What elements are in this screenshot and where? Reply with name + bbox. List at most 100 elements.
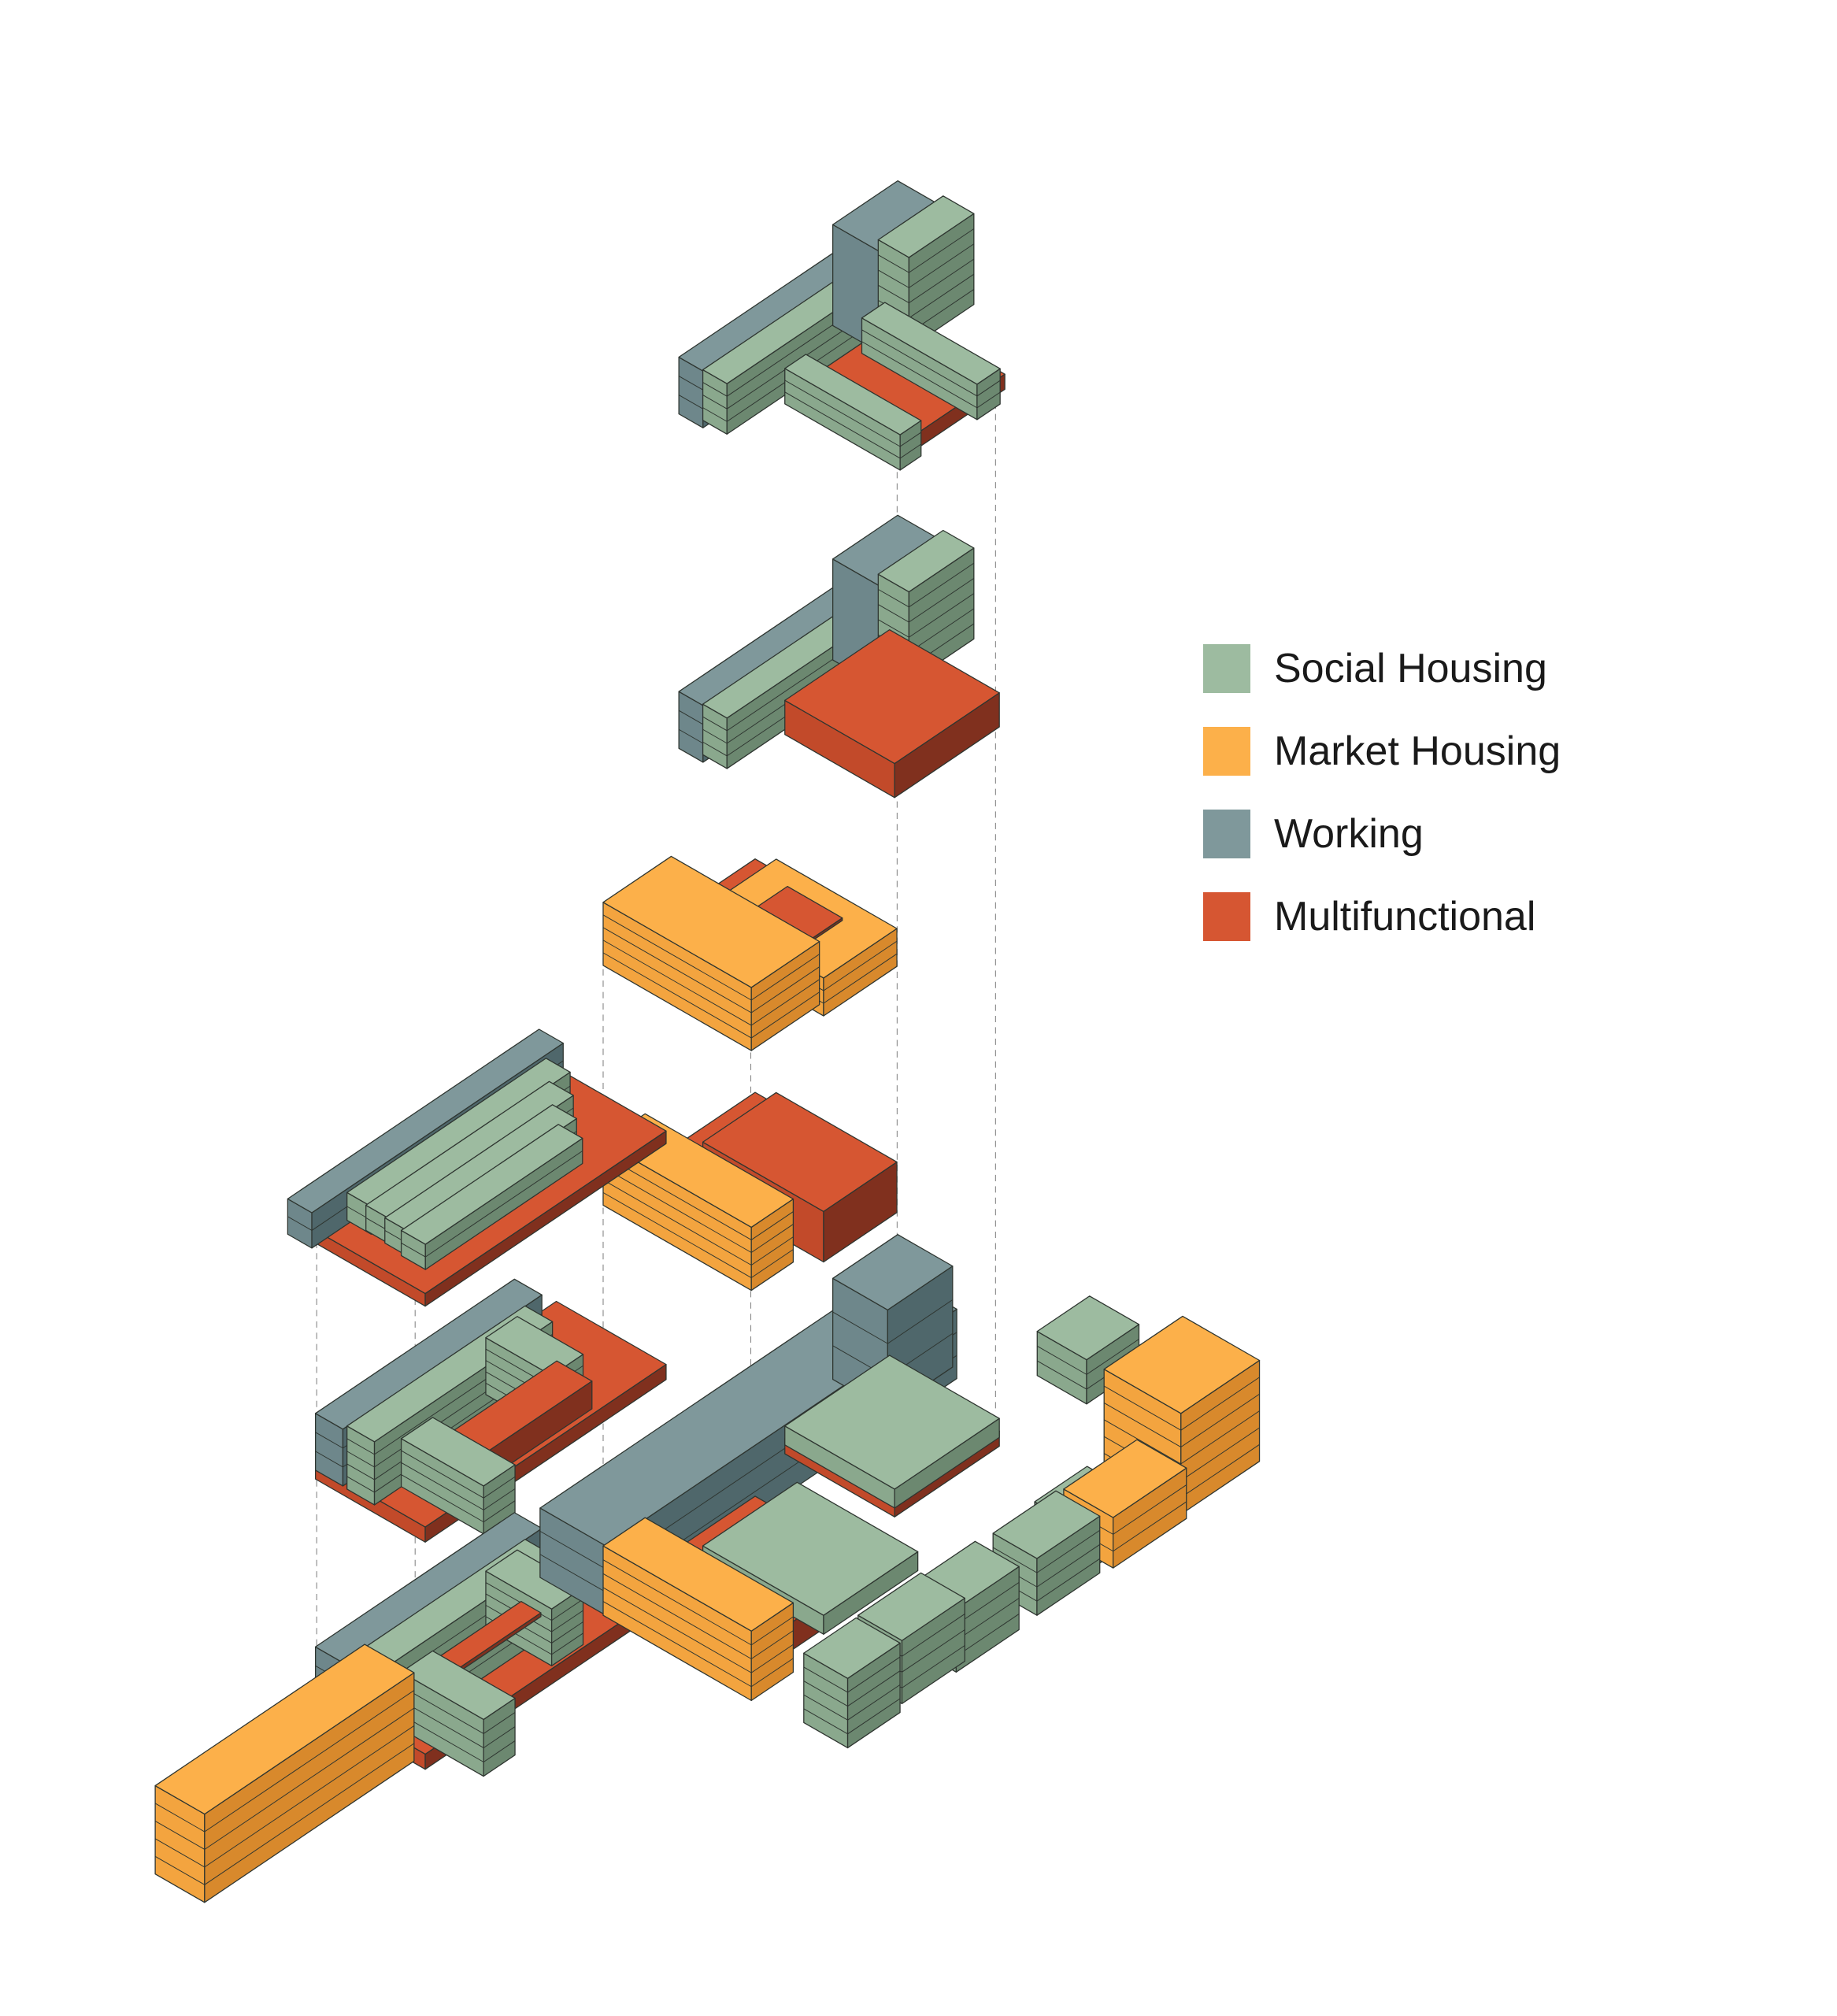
floor-line: [803, 1666, 848, 1693]
floor-line: [602, 1559, 752, 1646]
floor-line: [1180, 1410, 1260, 1465]
floor-line: [909, 577, 975, 623]
floor-line: [702, 382, 728, 397]
floor-line: [204, 1690, 415, 1833]
floor-line: [847, 1656, 901, 1693]
floor-line: [976, 380, 1001, 397]
floor-line: [823, 940, 898, 991]
floor-line: [878, 604, 909, 623]
floor-line: [902, 1614, 965, 1657]
floor-line: [602, 1573, 752, 1659]
social-block-top: [784, 354, 922, 435]
legend-label: Working: [1274, 811, 1424, 857]
social-housing-swatch: [1203, 644, 1250, 693]
market-block-top: [1063, 1439, 1187, 1518]
floor-line: [902, 1645, 965, 1688]
market-housing-swatch: [1203, 727, 1250, 776]
multi-block-top: [702, 1091, 898, 1213]
floor-line: [401, 1450, 484, 1499]
floor-line: [483, 1476, 516, 1499]
social-block-top: [702, 1481, 919, 1616]
social-block-top: [784, 1354, 1000, 1490]
floor-line: [204, 1707, 415, 1850]
market-block-top: [1103, 1315, 1261, 1414]
floor-line: [878, 254, 909, 273]
floor-line: [551, 1632, 583, 1655]
social-block-top: [877, 195, 975, 258]
floor-line: [602, 952, 752, 1039]
floor-line: [424, 1151, 583, 1258]
legend-item-social-housing: Social Housing: [1203, 644, 1561, 693]
floor-line: [976, 391, 1001, 409]
multifunctional-swatch: [1203, 892, 1250, 941]
floor-line: [602, 1587, 752, 1673]
floor-line: [861, 329, 978, 397]
floor-line: [483, 1488, 516, 1510]
floor-line: [1086, 1339, 1139, 1375]
floor-line: [678, 376, 704, 391]
market-block-top: [602, 855, 820, 988]
floor-line: [1113, 1484, 1187, 1535]
floor-line: [1103, 1419, 1182, 1465]
floor-line: [750, 979, 820, 1026]
floor-line: [678, 728, 704, 744]
floor-line: [204, 1725, 415, 1868]
floor-line: [602, 927, 752, 1014]
working-block-top: [832, 1234, 954, 1311]
floor-line: [847, 1698, 901, 1735]
social-block-top: [346, 1058, 571, 1207]
floor-line: [602, 939, 752, 1026]
social-block-top: [485, 1316, 584, 1377]
floor-line: [1103, 1403, 1182, 1447]
floor-line: [539, 1530, 606, 1569]
legend-label: Social Housing: [1274, 646, 1547, 691]
social-block-top: [857, 1572, 965, 1641]
floor-line: [750, 1236, 794, 1266]
floor-line: [899, 443, 922, 459]
floor-line: [784, 380, 901, 447]
floor-line: [1180, 1427, 1260, 1481]
floor-line: [602, 914, 752, 1001]
floor-line: [750, 991, 820, 1039]
legend: Social Housing Market Housing Working Mu…: [1203, 644, 1561, 975]
floor-line: [750, 1630, 794, 1659]
legend-item-market-housing: Market Housing: [1203, 727, 1561, 776]
floor-line: [750, 1249, 794, 1278]
multi-block-top: [784, 629, 1000, 765]
social-block-top: [803, 1617, 901, 1679]
floor-line: [346, 1463, 375, 1480]
social-block-top: [400, 1417, 516, 1487]
legend-item-working: Working: [1203, 810, 1561, 858]
floor-line: [602, 1191, 752, 1278]
floor-line: [551, 1599, 583, 1621]
floor-line: [1180, 1377, 1260, 1431]
floor-line: [702, 728, 728, 744]
floor-line: [154, 1855, 206, 1885]
floor-line: [401, 1462, 484, 1510]
market-block-top: [154, 1644, 415, 1815]
floor-line: [1103, 1385, 1182, 1431]
floor-line: [750, 966, 820, 1014]
floor-line: [878, 284, 909, 304]
social-block-top: [861, 302, 1001, 385]
floor-line: [602, 1179, 752, 1266]
floor-line: [315, 1451, 343, 1468]
floor-line: [1036, 1529, 1101, 1573]
floor-line: [878, 619, 909, 638]
floor-line: [346, 1451, 375, 1468]
floor-line: [1036, 1558, 1101, 1602]
floor-line: [1180, 1443, 1260, 1499]
social-block-top: [400, 1124, 583, 1245]
floor-line: [909, 593, 975, 638]
floor-line: [803, 1681, 848, 1707]
floor-line: [346, 1438, 375, 1455]
working-block-top: [287, 1028, 564, 1214]
floor-line: [1036, 1544, 1101, 1588]
floor-line: [750, 1224, 794, 1253]
floor-line: [956, 1581, 1020, 1625]
floor-line: [602, 1166, 752, 1253]
floor-line: [909, 228, 975, 273]
floor-line: [1180, 1393, 1260, 1447]
